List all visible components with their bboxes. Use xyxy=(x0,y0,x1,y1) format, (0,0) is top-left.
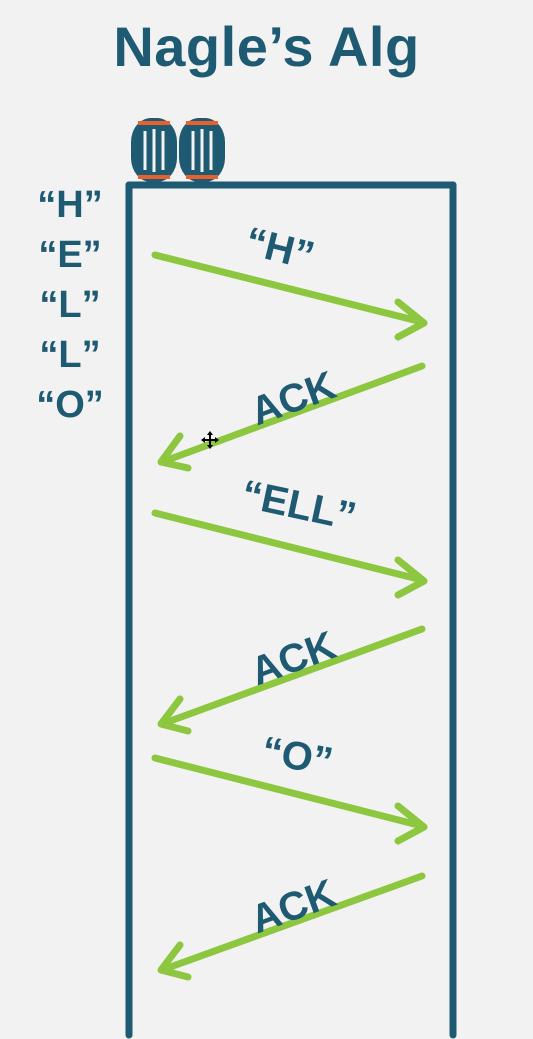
buffered-letter-l1: “L” xyxy=(39,284,101,326)
barrel-icon-left xyxy=(131,118,177,182)
send-arrow-2 xyxy=(151,509,428,599)
buffered-letter-l2: “L” xyxy=(39,334,101,376)
buffered-letter-h: “H” xyxy=(37,184,103,226)
ack-arrow-3 xyxy=(157,872,426,981)
send-label-1: “H” xyxy=(241,219,318,278)
page-title: Nagle’s Alg xyxy=(113,15,420,78)
send-label-3: “O” xyxy=(258,729,336,785)
ack-label-1: ACK xyxy=(245,363,342,434)
ack-arrow-2 xyxy=(157,625,426,735)
ack-label-3: ACK xyxy=(245,871,342,942)
send-arrow-3 xyxy=(151,754,428,845)
buffered-letter-o: “O” xyxy=(36,384,104,426)
channel-box xyxy=(125,181,457,1039)
move-cursor-icon xyxy=(201,431,219,449)
send-arrow-1 xyxy=(151,251,428,341)
barrel-icon-right xyxy=(179,118,225,182)
ack-label-2: ACK xyxy=(245,623,342,694)
buffered-letters-list: “H” “E” “L” “L” “O” xyxy=(20,180,120,430)
buffered-letter-e: “E” xyxy=(38,234,102,276)
ack-arrow-1 xyxy=(157,362,426,472)
barrel-icon xyxy=(131,118,225,182)
send-label-2: “ELL” xyxy=(238,472,360,539)
